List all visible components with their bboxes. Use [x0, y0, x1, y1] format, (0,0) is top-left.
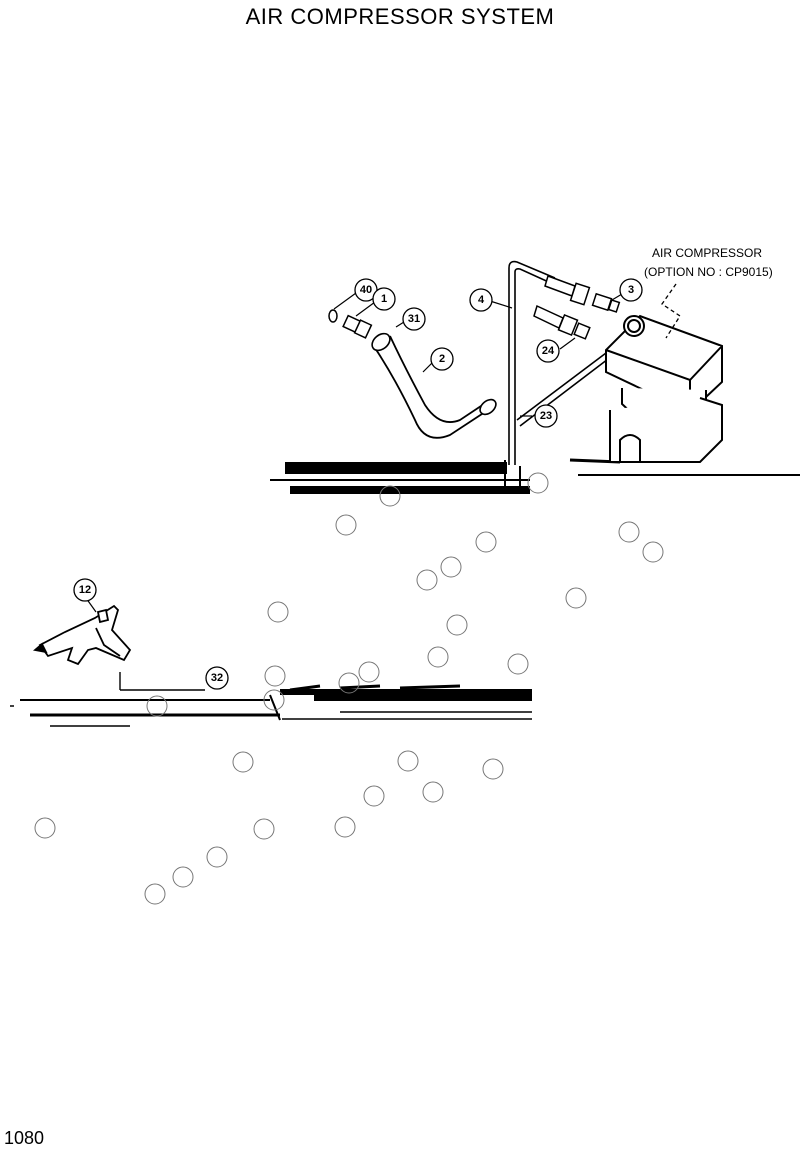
callout-24: 24 — [536, 339, 560, 363]
fitting-upper — [544, 275, 621, 313]
svg-text:1: 1 — [381, 293, 387, 305]
compressor-label-line2: (OPTION NO : CP9015) — [644, 265, 773, 279]
svg-text:32: 32 — [211, 672, 223, 684]
diagram-title: AIR COMPRESSOR SYSTEM — [245, 4, 555, 29]
pipe-23 — [516, 349, 613, 427]
callout-31: 31 — [402, 307, 426, 331]
svg-text:24: 24 — [542, 345, 555, 357]
lower-rails — [10, 684, 532, 727]
oring-40 — [328, 309, 338, 323]
frame-rails — [270, 458, 800, 494]
svg-text:2: 2 — [439, 353, 445, 365]
page-number: 1080 — [4, 1128, 45, 1148]
pipe-4 — [508, 260, 556, 465]
callout-12: 12 — [73, 578, 97, 602]
hose-2 — [374, 335, 491, 439]
svg-text:4: 4 — [478, 294, 485, 306]
svg-text:12: 12 — [79, 584, 91, 596]
leader-compressor — [661, 283, 681, 339]
air-compressor — [605, 314, 723, 463]
clamp-31 — [371, 332, 497, 416]
callout-3: 3 — [619, 278, 643, 302]
callout-1: 1 — [372, 287, 396, 311]
callout-32: 32 — [205, 666, 229, 690]
callout-4: 4 — [469, 288, 493, 312]
svg-text:3: 3 — [628, 284, 634, 296]
callout-leaders-upper — [333, 292, 623, 417]
fitting-lower — [533, 304, 591, 340]
callout-23: 23 — [534, 404, 558, 428]
svg-text:23: 23 — [540, 410, 552, 422]
compressor-label-line1: AIR COMPRESSOR — [652, 246, 762, 260]
fitting-1 — [342, 314, 373, 339]
svg-text:40: 40 — [360, 284, 372, 296]
reference-circles — [34, 472, 664, 905]
air-gun-12 — [32, 604, 132, 666]
svg-text:31: 31 — [408, 313, 420, 325]
callout-2: 2 — [430, 347, 454, 371]
